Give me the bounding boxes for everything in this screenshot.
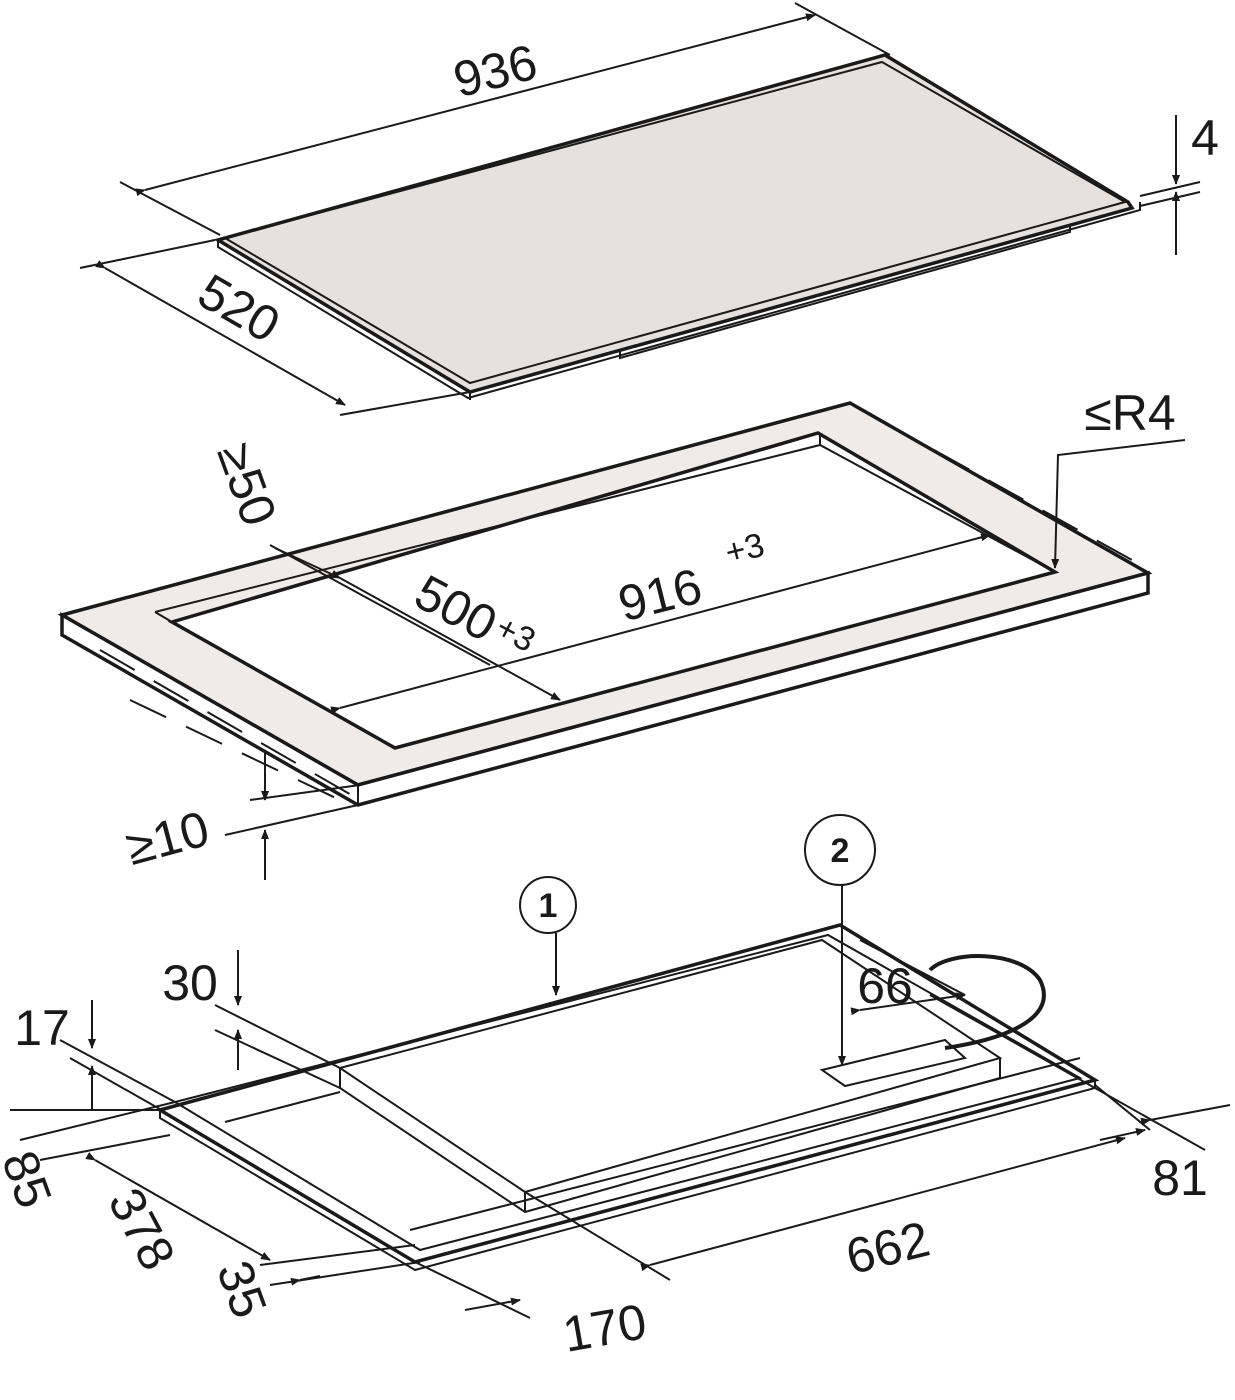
hob-underside <box>155 923 1100 1272</box>
label-30: 30 <box>162 955 218 1011</box>
label-radius-r4: ≤R4 <box>1084 385 1175 441</box>
dimension-66: 66 <box>850 939 1206 1151</box>
label-378: 378 <box>97 1179 186 1279</box>
label-thickness-4: 4 <box>1191 110 1219 166</box>
callout-1-label: 1 <box>539 887 558 925</box>
label-depth-520: 520 <box>189 263 289 353</box>
hob-glass-top <box>213 53 1141 400</box>
label-17: 17 <box>14 1000 70 1056</box>
dimension-thickness-4: 4 <box>1139 110 1219 255</box>
dimension-30: 30 <box>162 950 341 1089</box>
callout-2: 2 <box>804 814 876 1066</box>
label-170: 170 <box>559 1293 651 1363</box>
label-66: 66 <box>857 958 913 1014</box>
dimension-170: 170 <box>414 1261 651 1363</box>
dimension-35: 35 <box>206 1244 421 1325</box>
frame-dashed-edges <box>99 419 1151 801</box>
dimension-81: 81 <box>1094 1084 1231 1206</box>
label-width-936: 936 <box>448 34 543 109</box>
label-min-thickness-10: ≥10 <box>120 800 215 876</box>
label-662: 662 <box>840 1211 935 1286</box>
dimension-17: 17 <box>14 1000 176 1113</box>
label-min-edge-50: ≥50 <box>206 436 287 533</box>
label-81: 81 <box>1152 1150 1208 1206</box>
callout-1: 1 <box>519 876 577 996</box>
power-cable <box>819 954 1046 1088</box>
callout-2-label: 2 <box>831 832 850 870</box>
label-85: 85 <box>0 1144 63 1215</box>
label-width-tolerance: +3 <box>721 526 768 572</box>
dimension-radius: ≤R4 <box>1051 385 1186 569</box>
